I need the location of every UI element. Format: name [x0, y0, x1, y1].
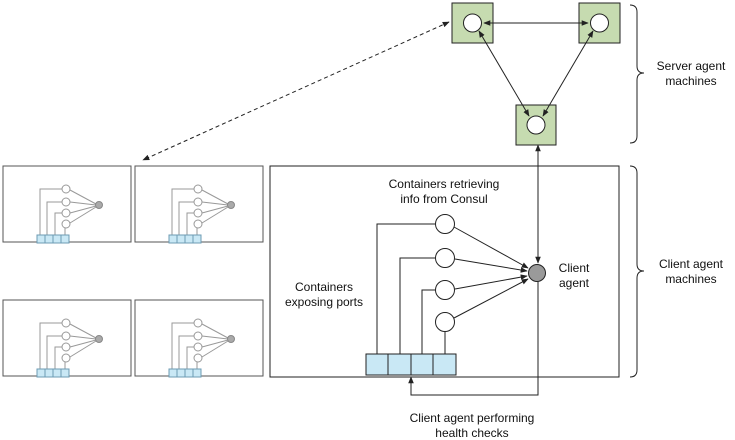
client-agent-node	[528, 264, 546, 282]
client-agent-label: Client agent	[558, 261, 590, 290]
container-wire	[399, 257, 435, 354]
server-agent-machines-label: Server agent machines	[656, 59, 726, 88]
container-to-agent-arrow	[453, 226, 529, 269]
port-block	[432, 353, 457, 376]
client-machine-thumbnail	[134, 299, 264, 378]
port-block	[410, 353, 434, 376]
container-circle	[435, 280, 455, 300]
container-to-agent-arrow	[454, 258, 528, 273]
port-block	[365, 353, 389, 376]
server-link-right	[542, 30, 594, 117]
port-block	[387, 353, 412, 376]
containers-exposing-label: Containers exposing ports	[284, 280, 364, 309]
client-machine-main	[269, 165, 620, 378]
container-circle	[435, 312, 455, 332]
container-to-agent-arrow	[454, 274, 528, 290]
container-wire	[376, 223, 435, 354]
server-agent-bracket	[629, 4, 645, 144]
health-check-path	[408, 282, 539, 396]
client-machine-thumbnail	[2, 299, 132, 378]
client-agent-machines-label: Client agent machines	[658, 257, 724, 286]
container-to-agent-arrow	[453, 278, 529, 319]
server-agent-node-bottom	[515, 104, 557, 146]
server-link-left	[478, 30, 530, 117]
port-blocks	[365, 353, 457, 376]
containers-retrieving-label: Containers retrieving info from Consul	[388, 177, 500, 206]
client-agent-bracket	[629, 165, 645, 378]
client-machine-thumbnail	[134, 165, 264, 244]
dashed-link-to-client-machines	[142, 21, 450, 161]
container-wire	[421, 289, 435, 354]
health-checks-label: Client agent performing health checks	[409, 411, 535, 440]
container-circle	[435, 248, 455, 268]
server-agent-node-top-right	[578, 2, 621, 44]
client-machine-thumbnail	[2, 165, 132, 244]
container-circle	[435, 214, 455, 234]
